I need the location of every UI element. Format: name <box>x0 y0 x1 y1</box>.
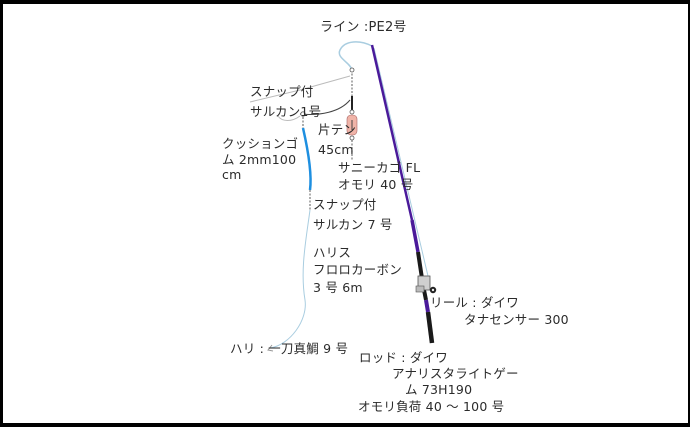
label-cushion-a: クッションゴ <box>222 136 299 151</box>
label-basket-b: オモリ 40 号 <box>338 177 414 192</box>
label-basket-a: サニーカゴ FL <box>338 160 421 175</box>
label-cushion-c: cm <box>222 167 242 182</box>
harris-line <box>269 209 311 349</box>
label-rod-d: オモリ負荷 40 ～ 100 号 <box>358 399 505 414</box>
rod-band <box>424 299 430 313</box>
label-cushion-b: ム 2mm100 <box>222 152 297 167</box>
leader-snap1 <box>249 75 351 103</box>
label-hook: ハリ : 一刀真鯛 9 号 <box>230 341 349 356</box>
rod-upper <box>370 44 414 221</box>
label-reel-b: タナセンサー 300 <box>464 312 569 327</box>
cushion-rubber <box>301 127 312 191</box>
label-rod-a: ロッド : ダイワ <box>359 350 448 365</box>
label-harris-a: ハリス <box>313 245 352 260</box>
label-rod-c: ム 73H190 <box>405 382 473 397</box>
label-snap-swivel-1-a: スナップ付 <box>250 84 314 99</box>
label-snap-swivel-7-b: サルカン 7 号 <box>313 217 393 232</box>
label-harris-c: 3 号 6m <box>313 280 363 295</box>
leader-cushion <box>277 115 301 121</box>
label-snap-swivel-1-b: サルカン1号 <box>250 104 322 119</box>
label-harris-b: フロロカーボン <box>313 262 402 277</box>
label-line: ライン :PE2号 <box>320 20 407 35</box>
label-rod-b: アナリスタライトゲー <box>392 366 519 381</box>
main-line-along-rod <box>373 47 429 277</box>
hook-icon <box>267 344 274 352</box>
label-snap-swivel-7-a: スナップ付 <box>313 197 377 212</box>
rod-middle <box>410 219 420 253</box>
reel-icon <box>415 275 437 294</box>
rod-butt <box>425 311 435 344</box>
label-tenbin-b: 45cm <box>318 142 354 157</box>
main-line <box>338 41 373 71</box>
label-reel-a: リール : ダイワ <box>430 295 519 310</box>
label-tenbin-a: 片テン <box>318 122 357 137</box>
